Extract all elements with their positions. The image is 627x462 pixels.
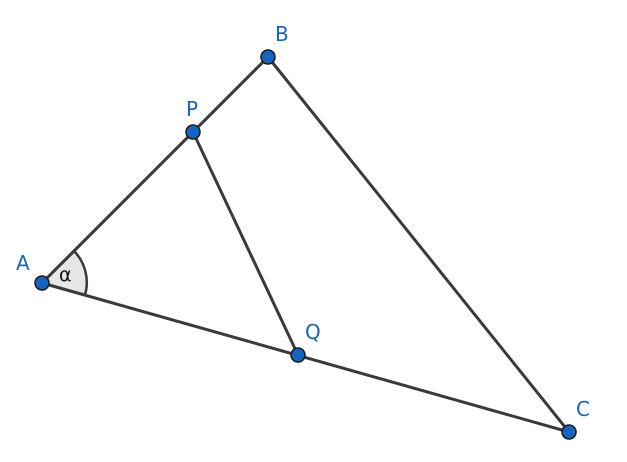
segment-PQ (191, 130, 300, 357)
point-A[interactable] (34, 275, 50, 291)
segment-AB (40, 55, 270, 285)
label-A: A (16, 251, 30, 275)
point-P[interactable] (185, 124, 201, 140)
label-B: B (275, 22, 289, 46)
angle-alpha-label: α (59, 264, 72, 286)
label-C: C (576, 397, 590, 421)
point-C[interactable] (561, 424, 577, 440)
label-P: P (186, 97, 198, 121)
point-B[interactable] (260, 49, 276, 65)
segment-AC (40, 281, 571, 434)
point-Q[interactable] (290, 347, 306, 363)
label-Q: Q (305, 320, 321, 344)
segment-BC (266, 55, 571, 434)
